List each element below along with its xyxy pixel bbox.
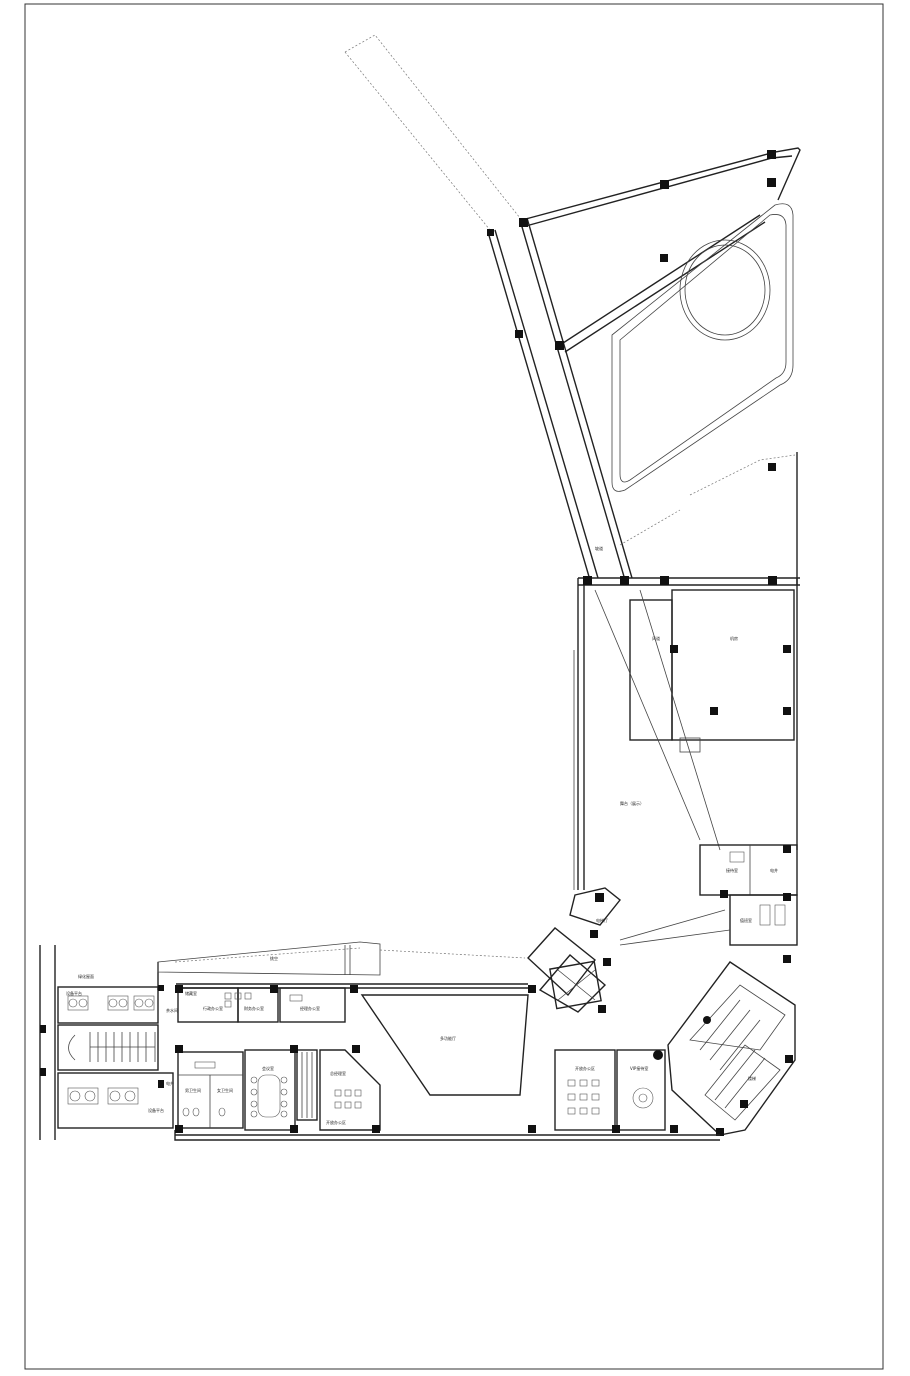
corner-elevator-block [527, 927, 611, 1013]
label-stage: 舞台（展示） [620, 800, 644, 806]
label-equipment-platform-top: 设备平台 [66, 990, 82, 996]
label-atrium: 挑空 [270, 955, 278, 961]
label-machine-room: 机房 [730, 635, 738, 641]
label-manager: 总经理室 [330, 1070, 346, 1076]
label-office-c-2: 开放办公区 [575, 1065, 595, 1071]
label-electric: 电井 [770, 867, 778, 873]
bottom-right-stair-block: 楼梯 [653, 961, 796, 1136]
label-stair: 楼梯 [748, 1075, 756, 1081]
label-vip: VIP接待室 [630, 1065, 648, 1071]
label-reception: 接待室 [726, 867, 738, 873]
label-hall: 多功能厅 [440, 1035, 456, 1041]
bottom-wing: 挑空 绿化屋面 设备平台 设备平台 [39, 941, 720, 1141]
label-office-b: 经理办公室 [300, 1005, 320, 1011]
label-office-a: 行政办公室 [203, 1005, 223, 1011]
label-pantry: 茶水间 [166, 1007, 178, 1013]
label-equipment-platform-bottom: 设备平台 [148, 1107, 164, 1113]
label-elevator: 电梯厅 [596, 917, 608, 923]
label-finance: 财务办公室 [244, 1005, 264, 1011]
label-guard: 值班室 [740, 917, 752, 923]
label-office-c: 开放办公区 [326, 1119, 346, 1125]
label-toilet-m: 男卫生间 [185, 1087, 201, 1093]
label-meeting: 会议室 [262, 1065, 274, 1071]
label-ramp: 坡道 [595, 545, 603, 551]
label-electric-2: 电井 [166, 1080, 174, 1086]
label-store: 储藏室 [185, 990, 197, 996]
label-toilet-f: 女卫生间 [217, 1087, 233, 1093]
label-green-roof: 绿化屋面 [78, 973, 94, 979]
label-wind: 风道 [652, 635, 660, 641]
sheet-border [24, 3, 884, 1370]
right-mid-block: 风道 机房 舞台（展示） 接待室 电井 值班室 电梯厅 [569, 576, 800, 963]
upper-wedge: 坡道 [344, 34, 801, 585]
